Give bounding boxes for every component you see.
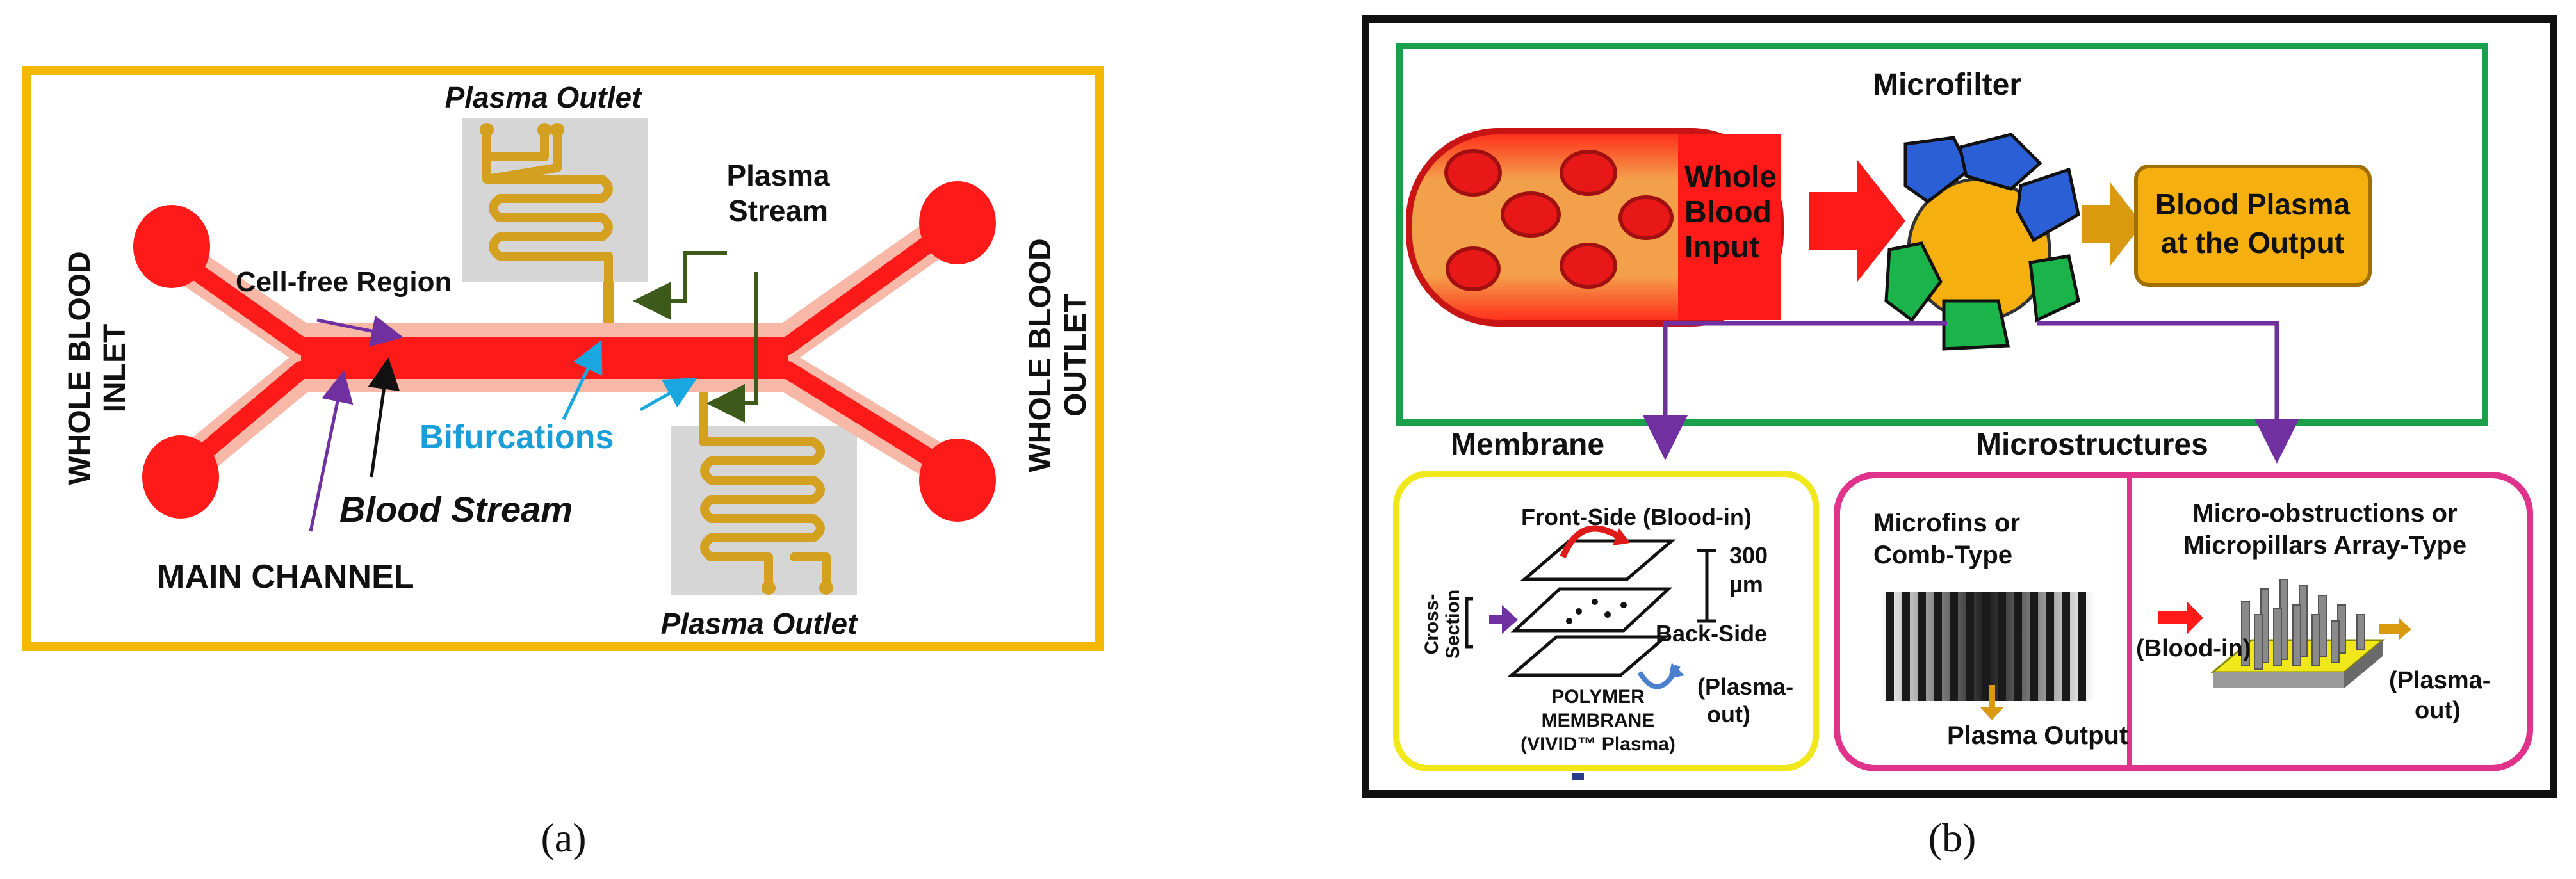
panel-b: Microfilter Whole Blood Input	[1362, 15, 2557, 860]
label-plasma-output: Plasma Output	[1947, 722, 2128, 750]
label-plasma-stream-2: Stream	[728, 194, 828, 227]
blood-plasma-box	[2134, 165, 2372, 287]
microstructures-box	[1834, 472, 2533, 771]
pillar-blood-in-arrow	[2158, 602, 2203, 634]
blood-stream	[301, 346, 788, 370]
label-whole-3: Input	[1684, 230, 1759, 264]
label-membrane-plasma-out-1: (Plasma-	[1697, 673, 1793, 700]
membrane-box	[1393, 471, 1819, 771]
label-microfins-1: Microfins or	[1873, 509, 2020, 537]
blood-vessel	[1406, 128, 1784, 327]
outlet-reservoir-bottom	[919, 439, 996, 522]
caption-a: (a)	[541, 815, 586, 860]
label-bifurcations: Bifurcations	[420, 419, 614, 456]
label-dim-unit: µm	[1729, 571, 1763, 597]
label-back-side: Back-Side	[1656, 620, 1767, 647]
label-microfins-2: Comb-Type	[1873, 541, 2012, 569]
output-arrow	[2082, 182, 2142, 266]
label-cell-free-region: Cell-free Region	[236, 266, 452, 298]
label-cross-1: Cross-	[1421, 593, 1442, 654]
panel-b-frame	[1362, 15, 2557, 798]
label-polymer-2: MEMBRANE	[1542, 710, 1655, 731]
caption-b: (b)	[1928, 815, 1977, 860]
label-polymer-3: (VIVID™ Plasma)	[1520, 734, 1675, 755]
label-pillar-plasma-out-2: out)	[2415, 697, 2461, 724]
label-cross-2: Section	[1442, 590, 1463, 659]
label-plasma-outlet-top: Plasma Outlet	[445, 81, 642, 114]
arrow-plasma-stream-2	[706, 272, 758, 423]
label-plasma-2: at the Output	[2161, 226, 2344, 259]
label-whole-2: Blood	[1684, 195, 1772, 229]
label-main-channel: MAIN CHANNEL	[157, 558, 414, 595]
comb-fins-stripes	[1886, 592, 2086, 701]
membrane-footer-mark	[1572, 773, 1584, 780]
microfilter-title: Microfilter	[1873, 68, 2021, 102]
membrane-title: Membrane	[1451, 428, 1604, 462]
input-arrow	[1809, 160, 1905, 282]
plasma-serpentine-bottom	[699, 370, 831, 590]
arrow-main-channel	[309, 370, 354, 532]
label-whole-1: Whole	[1684, 160, 1777, 194]
label-micropillars-2: Micropillars Array-Type	[2183, 531, 2466, 560]
microstructures-title: Microstructures	[1976, 428, 2208, 462]
arrow-to-membrane	[1643, 321, 1947, 460]
arrow-blood-stream	[368, 357, 400, 478]
label-polymer-1: POLYMER	[1551, 686, 1645, 707]
pillar-plasma-out-arrow	[2379, 618, 2411, 640]
label-blood-stream: Blood Stream	[339, 489, 573, 529]
microfilter-frame	[1396, 43, 2488, 426]
arrow-plasma-stream-1	[633, 251, 727, 320]
inlet-reservoir-bottom	[142, 435, 219, 519]
label-pillar-plasma-out-1: (Plasma-	[2389, 667, 2490, 694]
label-inlet-line1: WHOLE BLOOD	[63, 251, 97, 485]
plasma-output-arrow	[1980, 685, 2003, 720]
label-membrane-plasma-out-2: out)	[1707, 701, 1750, 727]
arrow-cell-free	[316, 315, 404, 347]
microfilter-icon	[1884, 133, 2080, 351]
label-plasma-outlet-bottom: Plasma Outlet	[661, 607, 858, 640]
label-front-side: Front-Side (Blood-in)	[1521, 504, 1752, 530]
label-plasma-1: Blood Plasma	[2155, 188, 2351, 221]
arrow-to-microstructures	[2037, 321, 2299, 464]
micropillar-array	[2210, 579, 2386, 688]
label-micropillars-1: Micro-obstructions or	[2192, 499, 2457, 528]
label-plasma-stream-1: Plasma	[726, 159, 830, 192]
plasma-serpentine-top	[482, 127, 613, 293]
label-outlet-line1: WHOLE BLOOD	[1023, 238, 1057, 472]
outlet-reservoir-top	[919, 181, 996, 264]
membrane-layers	[1465, 525, 1716, 689]
inlet-reservoir-top	[133, 205, 210, 288]
arrow-bifurcation-2	[639, 378, 697, 412]
label-outlet-line2: OUTLET	[1059, 294, 1093, 417]
panel-a-frame	[22, 66, 1104, 651]
label-pillar-blood-in: (Blood-in)	[2136, 635, 2251, 662]
label-dim-value: 300	[1729, 542, 1768, 569]
panel-a: Plasma Outlet Plasma Stream Cell-free Re…	[22, 66, 1104, 860]
arrow-bifurcation-1	[562, 339, 603, 421]
label-inlet-line2: INLET	[98, 324, 132, 413]
